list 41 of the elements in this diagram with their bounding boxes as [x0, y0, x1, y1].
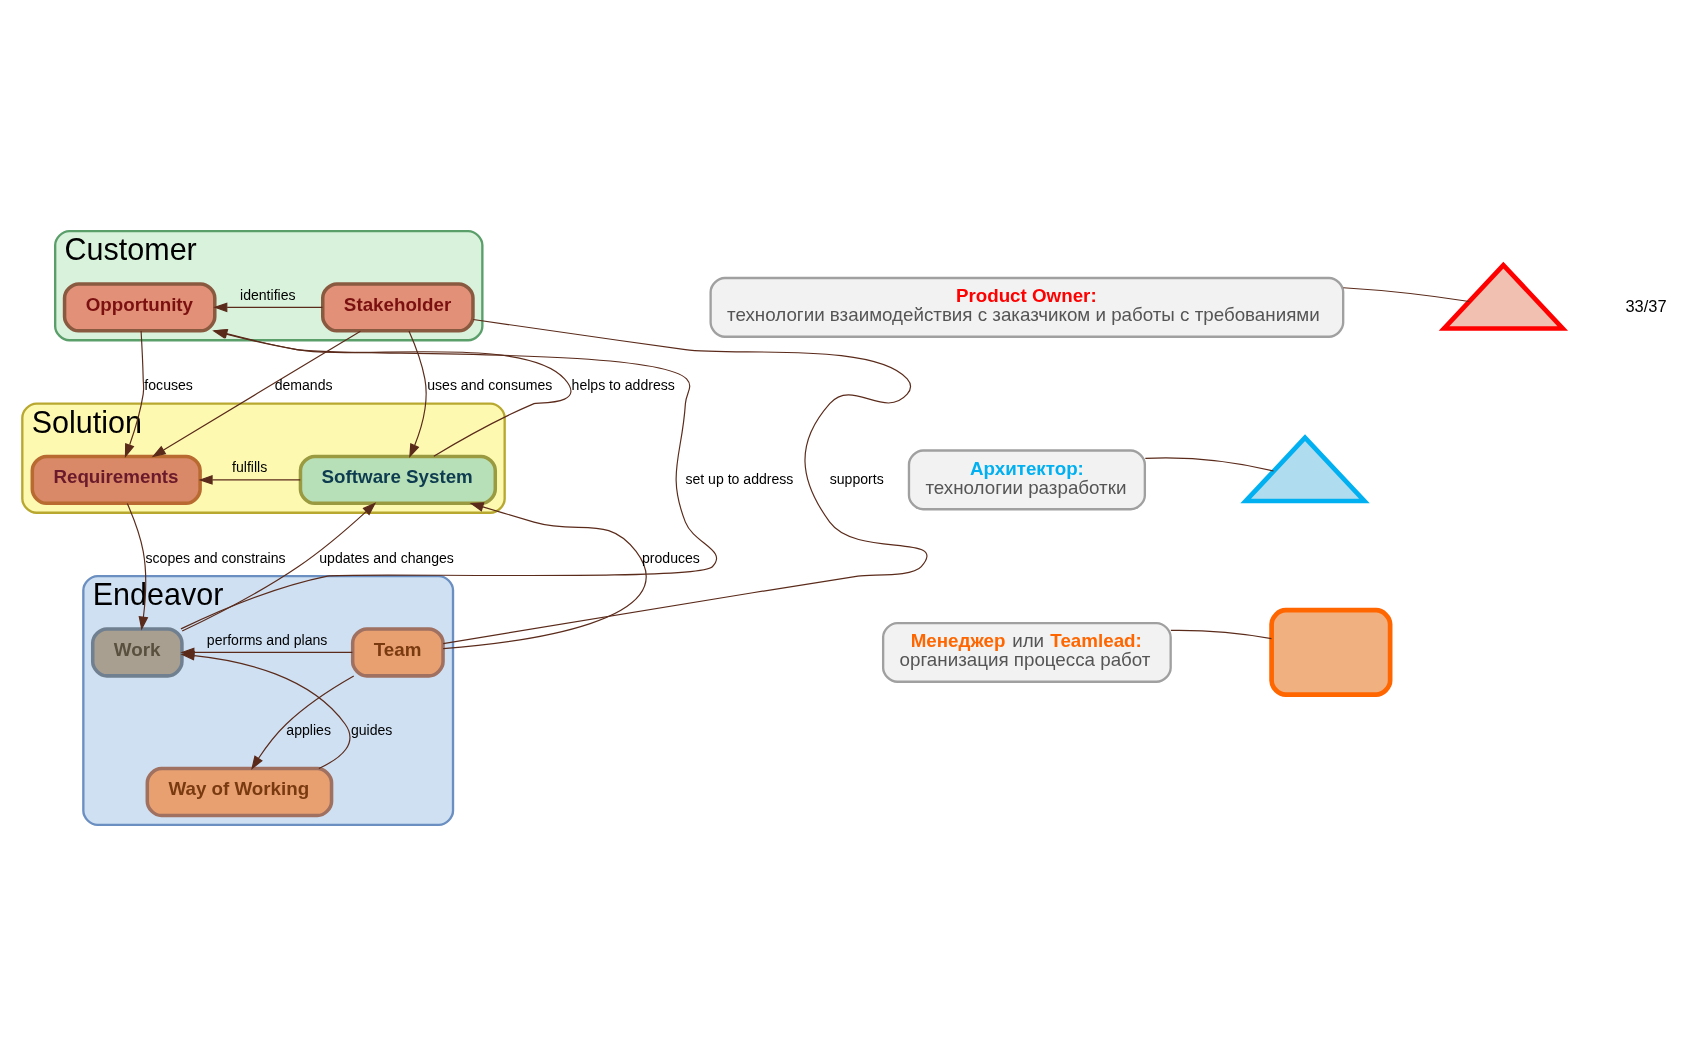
node-box: Way of Working: [145, 766, 334, 817]
arrow: [181, 501, 377, 632]
node-box: Requirements: [30, 454, 202, 505]
edge-label: supports: [829, 470, 884, 487]
node-box: Менеджер или Teamlead: организация процесса работ: [881, 621, 1172, 683]
edge-label: scopes and constrains: [145, 549, 286, 566]
arrow: [213, 301, 323, 312]
edge-label: fulfills: [232, 458, 268, 475]
edge-label: set up to address: [685, 470, 794, 487]
edge-label: identifies: [240, 286, 296, 303]
connector: [1144, 456, 1275, 472]
edge-label: focuses: [144, 376, 193, 393]
arrow: [180, 650, 351, 769]
edge-label: uses and consumes: [427, 376, 553, 393]
arrow: [124, 329, 145, 458]
node-box: Архитектор: технологии разработки: [907, 448, 1147, 510]
label: 33/37: [1625, 296, 1667, 315]
node-box: Work: [90, 626, 184, 678]
connector: [442, 318, 928, 644]
arrow: [251, 674, 355, 770]
edge-label: produces: [641, 549, 700, 566]
edge-label: guides: [350, 721, 393, 738]
node-box: Stakeholder: [321, 281, 475, 333]
node-box: Team: [350, 626, 445, 678]
node-box: Opportunity: [62, 281, 217, 333]
node-triangle: [1438, 261, 1569, 331]
arrow: [442, 501, 647, 649]
arrow: [126, 502, 149, 631]
node-triangle: [1240, 433, 1370, 503]
edge-label: performs and plans: [206, 631, 328, 648]
arrow: [408, 330, 427, 458]
node-box: [1269, 607, 1393, 697]
node-box: Software System: [298, 454, 498, 505]
edge-label: demands: [274, 376, 333, 393]
edge-label: updates and changes: [319, 549, 454, 566]
arrow: [198, 474, 301, 485]
edge-label: helps to address: [571, 376, 675, 393]
connector: [1342, 286, 1470, 302]
connector: [1170, 629, 1273, 639]
node-box: Product Owner: технологии взаимодействия с заказчиком и работы с требованиями: [709, 276, 1345, 338]
edge-label: applies: [286, 721, 331, 738]
